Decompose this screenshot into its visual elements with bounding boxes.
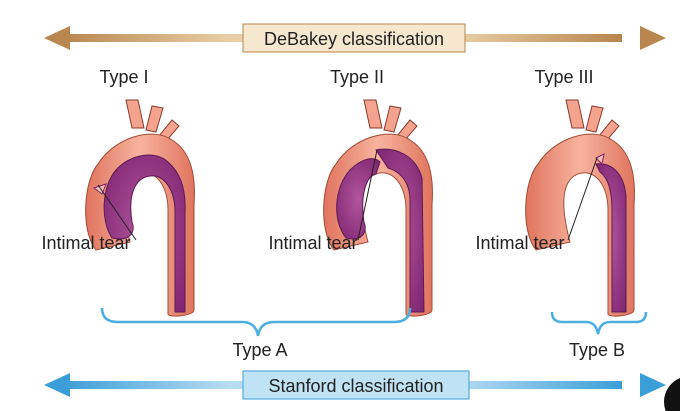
dissection-lumen-descending: [375, 148, 425, 313]
dissection-lumen: [103, 154, 186, 313]
debakey-title: DeBakey classification: [264, 29, 444, 49]
intimal-tear-label-ii: Intimal tear: [268, 233, 357, 253]
tear-flap: [595, 153, 605, 166]
aorta-type-iii: [525, 99, 635, 317]
debakey-title-box: [242, 23, 466, 53]
stanford-title: Stanford classification: [268, 376, 443, 396]
dissection-lumen-ascending: [336, 158, 381, 240]
type-b-label: Type B: [569, 340, 625, 360]
tear-pointer-line-iii: [567, 157, 598, 241]
debakey-arrow-right-head: [640, 26, 666, 50]
type-i-label: Type I: [99, 67, 148, 87]
tear-pointer-line-i: [97, 184, 137, 241]
type-iii-label: Type III: [534, 67, 593, 87]
tear-pointer-line-ii: [357, 149, 378, 241]
aorta-type-i: [85, 99, 195, 317]
intimal-tear-label-iii: Intimal tear: [475, 233, 564, 253]
type-a-label: Type A: [232, 340, 287, 360]
type-a-bracket: [100, 307, 412, 337]
stanford-arrow-right-head: [640, 373, 666, 397]
corner-dark-circle: [664, 378, 680, 411]
aorta-type-ii: [323, 99, 433, 317]
debakey-arrow-left-head: [44, 26, 70, 50]
type-b-bracket: [550, 311, 648, 335]
intimal-tear-label-i: Intimal tear: [41, 233, 130, 253]
dissection-lumen-descending: [595, 163, 627, 313]
type-ii-label: Type II: [330, 67, 384, 87]
stanford-title-box: [242, 370, 470, 400]
stanford-arrow-left-head: [44, 373, 70, 397]
